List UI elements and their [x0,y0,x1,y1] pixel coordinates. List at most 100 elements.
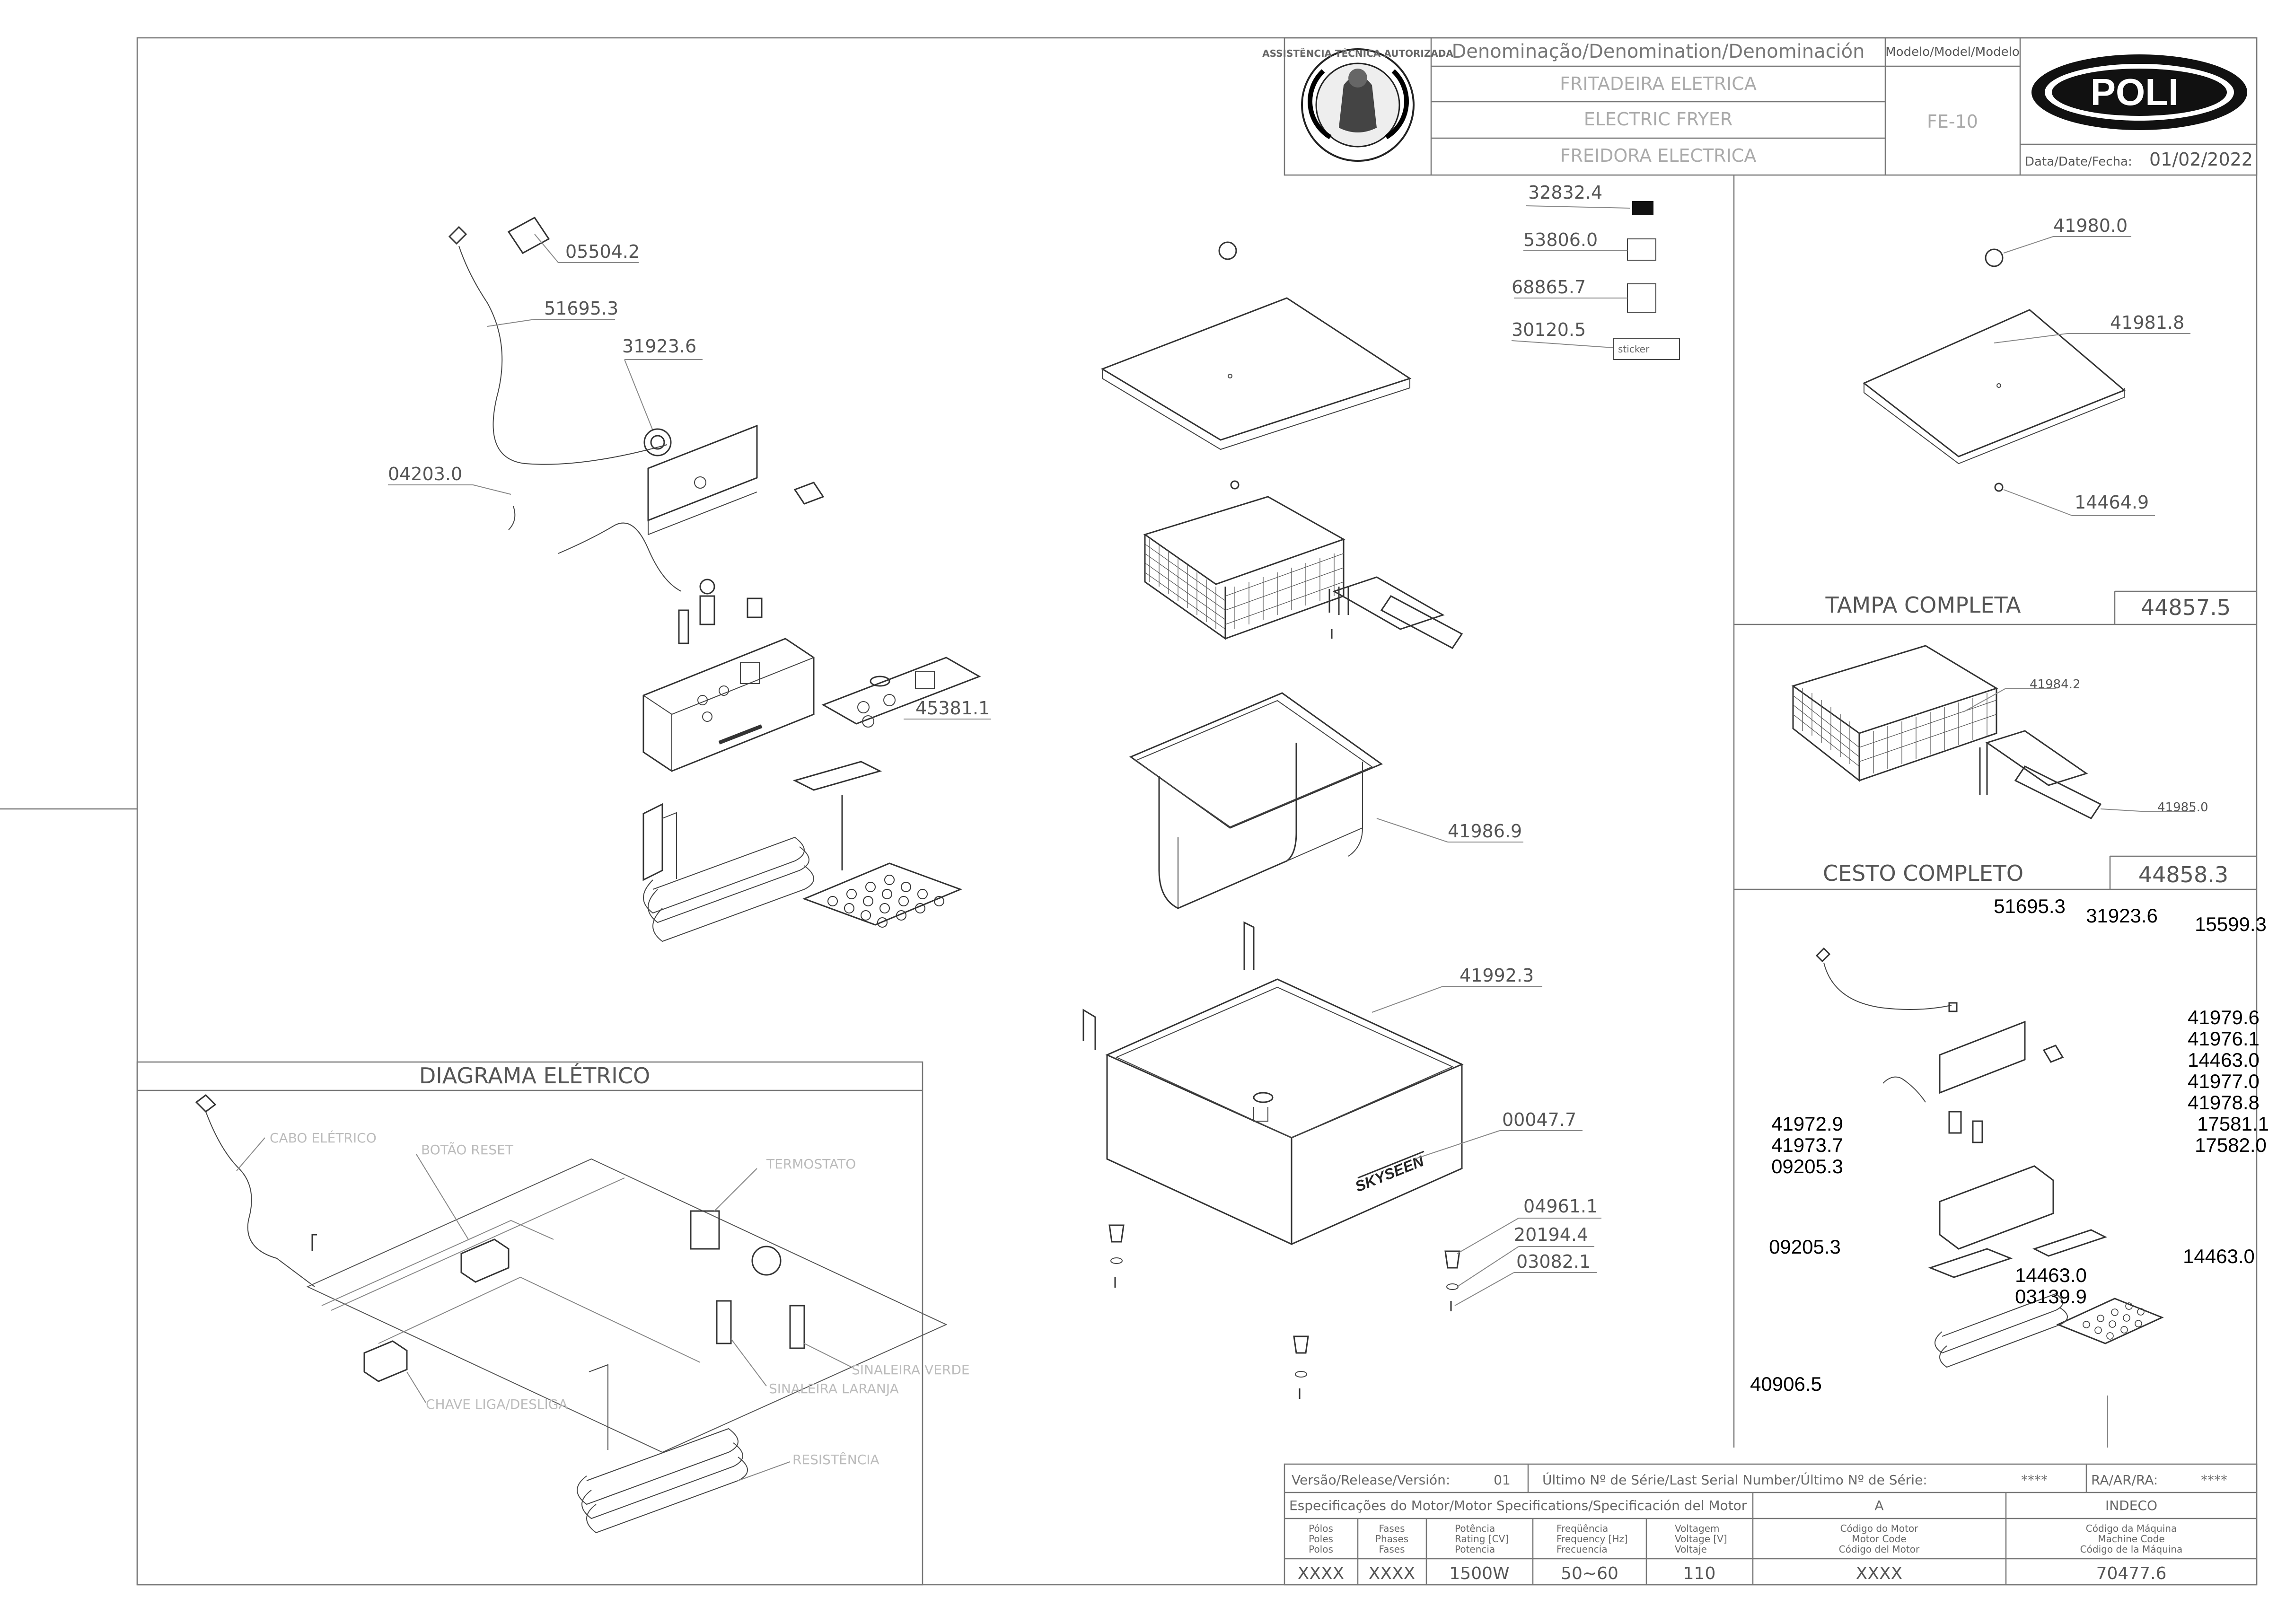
main-assembly-drawing: sticker 32832.4 53806.0 68865.7 30120.5 [1082,182,1680,1399]
ra-label: RA/AR/RA: [2091,1472,2158,1488]
label-diagram-reset: BOTÃO RESET [421,1142,514,1158]
frequency-value: 50~60 [1561,1564,1618,1583]
seal-text: ASSISTÊNCIA TÉCNICA AUTORIZADA [1262,48,1453,59]
label-screw: 03082.1 [1516,1251,1591,1272]
label-sticker-3: 68865.7 [1512,277,1586,298]
basket-complete-section: 41984.2 41985.0 CESTO COMPLETO 44858.3 [1734,645,2257,890]
phases-h2: Fases [1379,1544,1405,1555]
label-cord: 05504.2 [565,241,640,262]
frequency-h0: Freqüência [1556,1523,1608,1534]
basket-section-title: CESTO COMPLETO [1823,860,2023,886]
label-diagram-orange-lamp: SINALEIRA LARANJA [769,1381,899,1396]
label-tank: 41986.9 [1448,821,1522,842]
motor-code-h0: Código do Motor [1840,1523,1919,1534]
lid-complete-section: 41980.0 41981.8 14464.9 TAMPA COMPLETA 4… [1733,175,2257,1448]
ra-value: **** [2201,1472,2227,1488]
phases-h1: Phases [1375,1533,1408,1545]
label-reset-button: 31923.6 [622,336,696,357]
code-top-3: 15599.3 [2195,913,2267,935]
frequency-h1: Frequency [Hz] [1556,1533,1628,1545]
electrical-diagram: DIAGRAMA ELÉTRICO CABO ELÉTRICO BOTÃO RE… [136,1061,970,1586]
spec-table: Versão/Release/Versión: 01 Último Nº de … [1284,1463,2258,1586]
drawing-border [136,37,2258,1586]
version-value: 01 [1494,1472,1511,1488]
code-right-4: 41977.0 [2188,1070,2260,1092]
power-h0: Potência [1455,1523,1495,1534]
label-diagram-switch: CHAVE LIGA/DESLIGA [426,1396,568,1412]
motor-code-h1: Motor Code [1852,1533,1906,1545]
code-right-6: 17581.1 [2197,1113,2269,1135]
voltage-h2: Voltaje [1675,1544,1707,1555]
label-cable: 51695.3 [544,298,618,319]
code-top-1: 51695.3 [1994,895,2066,917]
poles-h2: Polos [1309,1544,1333,1555]
label-wire: 04203.0 [388,464,462,484]
voltage-h1: Voltage [V] [1675,1533,1727,1545]
code-left-2: 41973.7 [1771,1134,1843,1156]
code-right-8: 14463.0 [2183,1245,2255,1267]
product-name-pt: FRITADEIRA ELETRICA [1560,73,1757,94]
code-left-3: 09205.3 [1771,1155,1843,1177]
phases-h0: Fases [1379,1523,1405,1534]
code-left-1: 41972.9 [1771,1113,1843,1135]
code-top-2: 31923.6 [2086,904,2158,927]
title-block: ASSISTÊNCIA TÉCNICA AUTORIZADA Denominaç… [1262,37,2258,176]
frequency-h2: Frecuencia [1556,1544,1608,1555]
basket-section-code: 44858.3 [2138,862,2228,887]
parts-detail-section: 51695.3 31923.6 15599.3 41979.6 41976.1 … [1750,895,2269,1448]
code-right-7: 17582.0 [2195,1134,2267,1156]
label-diagram-green-lamp: SINALEIRA VERDE [852,1362,970,1378]
poles-h1: Poles [1309,1533,1333,1545]
power-value: 1500W [1449,1564,1509,1583]
motor-spec-label: Especificações do Motor/Motor Specificat… [1289,1498,1747,1513]
serial-label: Último Nº de Série/Last Serial Number/Úl… [1542,1472,1927,1488]
code-right-5: 41978.8 [2188,1091,2260,1114]
control-assembly-drawing: 05504.2 51695.3 31923.6 04203.0 45381.1 [388,217,991,942]
motor-class: A [1874,1498,1883,1513]
code-right-3: 14463.0 [2188,1049,2260,1071]
label-diagram-thermostat: TERMOSTATO [766,1156,856,1172]
label-basket-handle: 41985.0 [2157,800,2208,815]
authorized-service-seal: ASSISTÊNCIA TÉCNICA AUTORIZADA [1262,48,1453,162]
code-left-4: 09205.3 [1769,1236,1841,1258]
lid-section-title: TAMPA COMPLETA [1825,592,2021,618]
poles-value: XXXX [1298,1564,1345,1583]
poles-h0: Pólos [1309,1523,1333,1534]
machine-code-value: 70477.6 [2096,1564,2167,1583]
label-washer: 20194.4 [1514,1224,1588,1245]
product-name-en: ELECTRIC FRYER [1584,109,1733,130]
product-name-es: FREIDORA ELECTRICA [1560,145,1757,166]
poli-logo: POLI [2031,54,2247,130]
label-sticker-4: 30120.5 [1512,319,1586,340]
voltage-h0: Voltagem [1675,1523,1720,1534]
code-right-2: 41976.1 [2188,1027,2260,1050]
label-basket: 41984.2 [2030,677,2081,692]
motor-code-value: XXXX [1856,1564,1903,1583]
date-value: 01/02/2022 [2149,149,2253,170]
power-h2: Potencia [1455,1544,1495,1555]
power-h1: Rating [CV] [1455,1533,1509,1545]
diagram-title: DIAGRAMA ELÉTRICO [419,1063,650,1089]
label-drain: 00047.7 [1502,1109,1576,1130]
machine-code-h2: Código de la Máquina [2080,1544,2183,1555]
label-lid-screw: 14464.9 [2075,492,2149,513]
serial-value: **** [2021,1472,2048,1488]
motor-code-h2: Código del Motor [1839,1544,1920,1555]
code-mid-1: 14463.0 [2015,1264,2087,1286]
model-value: FE-10 [1927,111,1978,132]
manufacturer: INDECO [2105,1498,2157,1513]
label-sticker-1: 32832.4 [1528,182,1602,203]
machine-code-h0: Código da Máquina [2086,1523,2177,1534]
label-sticker-2: 53806.0 [1523,229,1598,250]
model-header: Modelo/Model/Modelo [1885,45,2020,59]
machine-code-h1: Machine Code [2098,1533,2164,1545]
svg-text:sticker: sticker [1618,343,1650,355]
label-lid-knob: 41980.0 [2053,215,2128,236]
voltage-value: 110 [1683,1564,1716,1583]
label-foot: 04961.1 [1523,1196,1598,1217]
code-right-1: 41979.6 [2188,1006,2260,1028]
code-mid-2: 03139.9 [2015,1285,2087,1308]
label-diagram-resistance: RESISTÊNCIA [792,1451,879,1467]
version-label: Versão/Release/Versión: [1292,1472,1450,1488]
